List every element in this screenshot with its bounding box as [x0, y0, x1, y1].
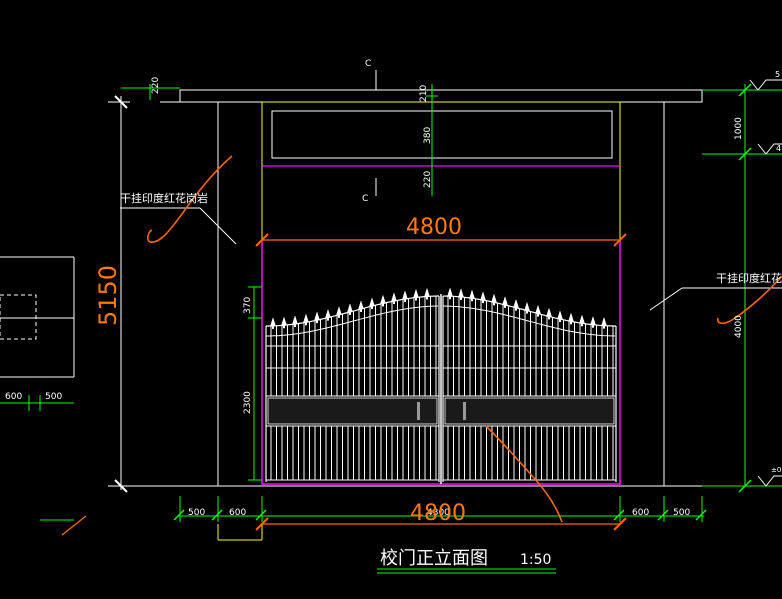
gate-finial	[590, 315, 596, 325]
markup-scribbles	[147, 155, 782, 523]
dim-left-2: 500	[45, 392, 62, 402]
gate-finial	[579, 314, 585, 324]
overall-height-dim	[108, 84, 260, 493]
dim-bottom-1: 500	[188, 508, 205, 518]
markup-width-lines	[255, 233, 627, 531]
gate-finial	[601, 316, 607, 326]
dim-bottom-5: 500	[673, 508, 690, 518]
drawing-title: 校门正立面图	[380, 548, 488, 569]
dim-sign-gap: 220	[423, 171, 433, 188]
elev-mark-top: 5	[775, 70, 780, 79]
section-mark-top: C	[365, 59, 371, 69]
dim-gate-arch: 370	[243, 297, 253, 314]
dim-sign-height: 380	[423, 127, 433, 144]
gate-mesh-panel	[444, 397, 615, 425]
gate-finial	[391, 292, 397, 302]
gate-finial	[469, 289, 475, 299]
gate-finial	[303, 313, 309, 323]
dim-left-1: 600	[5, 392, 22, 402]
dim-cap-thickness: 210	[419, 85, 429, 102]
gate-arch-rail-inner	[442, 305, 616, 337]
markup-overall-height: 5150	[94, 265, 122, 326]
gate-finial	[557, 310, 563, 320]
dim-bottom-2: 600	[229, 508, 246, 518]
dim-right-lower: 4000	[734, 315, 744, 338]
markup-width-top: 4800	[406, 215, 462, 240]
drawing-scale: 1:50	[520, 552, 551, 568]
centre-dims	[426, 84, 438, 196]
gate-arch-rail-inner	[266, 305, 439, 337]
gate-finial	[270, 317, 276, 327]
gate-finial	[369, 297, 375, 307]
elev-mark-mid: 4	[776, 144, 781, 153]
gate-leaves	[265, 287, 617, 484]
gate-finial	[546, 307, 552, 317]
gate-finial	[513, 298, 519, 308]
dim-right-upper: 1000	[734, 117, 744, 140]
dim-cap-projection: 220	[151, 77, 161, 94]
gate-finial	[292, 315, 298, 325]
gate-finial	[458, 288, 464, 298]
material-label-right: 干挂印度红花岗岩	[716, 271, 782, 285]
gate-finial	[491, 293, 497, 303]
dim-gate-height: 2300	[243, 391, 253, 414]
gate-finial	[325, 308, 331, 318]
gate-finial	[480, 291, 486, 301]
bottom-dims	[173, 496, 707, 541]
dim-bottom-4: 600	[632, 508, 649, 518]
gate-mesh-panel	[267, 397, 438, 425]
gate-height-dims	[248, 286, 262, 481]
dim-bottom-3: 4300	[427, 508, 450, 518]
gate-finial	[502, 296, 508, 306]
gate-finial	[358, 300, 364, 310]
gate-bolt	[417, 402, 420, 420]
material-leaders	[120, 207, 782, 311]
section-mark-bottom: C	[362, 194, 368, 204]
gate-finial	[524, 301, 530, 311]
left-fragment	[0, 256, 87, 536]
markup-width-bottom: 4800	[410, 501, 466, 526]
gate-finial	[447, 287, 453, 297]
gate-finial	[380, 294, 386, 304]
gate-finial	[281, 316, 287, 326]
gate-finial	[568, 312, 574, 322]
gate-finial	[336, 306, 342, 316]
gate-finial	[535, 304, 541, 314]
gate-finial	[402, 290, 408, 300]
material-label-left: 干挂印度红花岗岩	[120, 191, 208, 205]
gate-finial	[413, 288, 419, 298]
gate-finial	[314, 311, 320, 321]
gate-finial	[424, 287, 430, 297]
gate-finial	[347, 303, 353, 313]
elev-mark-base: ±0	[771, 466, 781, 474]
title-underline	[377, 568, 556, 574]
right-dims	[702, 79, 782, 493]
gate-bolt	[463, 402, 466, 420]
